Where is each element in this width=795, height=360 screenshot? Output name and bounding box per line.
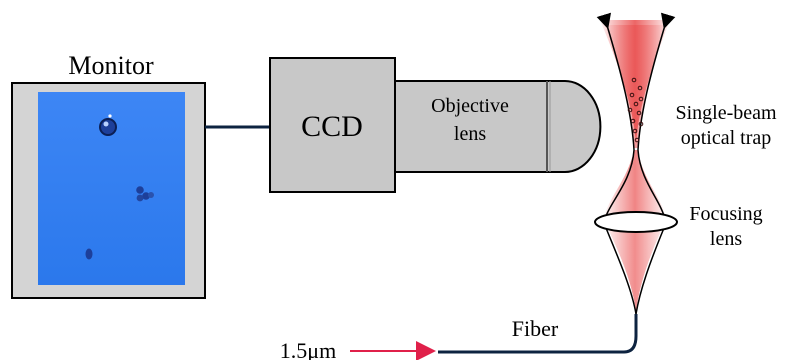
trap-label-line1: Single-beam	[675, 102, 777, 124]
beam-below-lens	[604, 220, 666, 312]
ccd-label: CCD	[301, 110, 363, 143]
fiber-label: Fiber	[512, 316, 559, 341]
particle-small	[85, 248, 93, 260]
focusing-lens	[594, 211, 678, 233]
objective-label-line2: lens	[454, 123, 486, 145]
objective-lens-body	[394, 80, 602, 173]
beam-upper-fill	[605, 25, 666, 148]
wavelength-label: 1.5μm	[280, 338, 336, 360]
fiber-cable	[438, 314, 638, 354]
particle-cluster	[136, 186, 154, 202]
beam-edge-left-upper	[596, 12, 635, 217]
focusing-label-line2: lens	[710, 228, 742, 250]
trapped-particles	[627, 77, 644, 143]
beam-edge-left-lower	[605, 227, 637, 315]
trap-label-line2: optical trap	[681, 127, 772, 149]
focusing-label-line1: Focusing	[689, 203, 762, 225]
ccd-box	[269, 57, 396, 193]
monitor: Monitor	[11, 51, 206, 299]
objective-label-line1: Objective	[431, 95, 509, 117]
objective-lens: Objective lens	[394, 80, 602, 173]
particle-large	[99, 114, 117, 136]
beam-edge-right-lower	[635, 227, 665, 315]
beam-lower-cone	[604, 150, 666, 220]
laser-beam	[596, 12, 676, 315]
monitor-label: Monitor	[68, 51, 154, 80]
ccd-camera: CCD	[269, 57, 396, 193]
beam-edge-right-upper	[637, 12, 676, 217]
